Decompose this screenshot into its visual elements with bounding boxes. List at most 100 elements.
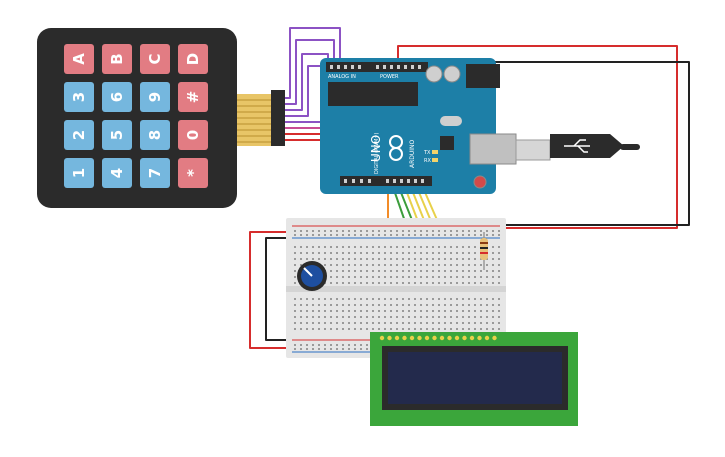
keypad-key[interactable] xyxy=(102,158,132,188)
breadboard-hole xyxy=(468,310,470,312)
breadboard-hole xyxy=(318,258,320,260)
keypad-key-label: A xyxy=(70,53,88,65)
breadboard-hole xyxy=(330,234,332,236)
breadboard-hole xyxy=(396,328,398,330)
breadboard-hole xyxy=(384,270,386,272)
breadboard-hole xyxy=(426,304,428,306)
breadboard-hole xyxy=(330,264,332,266)
breadboard-hole xyxy=(378,264,380,266)
keypad-key[interactable] xyxy=(64,44,94,74)
breadboard-hole xyxy=(324,264,326,266)
breadboard-hole xyxy=(462,282,464,284)
keypad-key[interactable] xyxy=(178,158,208,188)
breadboard-hole xyxy=(438,258,440,260)
breadboard-hole xyxy=(492,282,494,284)
breadboard-hole xyxy=(402,282,404,284)
keypad-key-label: 3 xyxy=(70,92,88,102)
breadboard-hole xyxy=(372,258,374,260)
breadboard xyxy=(286,218,506,358)
breadboard-hole xyxy=(414,246,416,248)
breadboard-hole xyxy=(372,316,374,318)
breadboard-hole xyxy=(294,310,296,312)
breadboard-hole xyxy=(324,348,326,350)
breadboard-hole xyxy=(384,252,386,254)
keypad-key[interactable] xyxy=(102,82,132,112)
breadboard-hole xyxy=(450,322,452,324)
breadboard-hole xyxy=(318,298,320,300)
breadboard-hole xyxy=(486,304,488,306)
breadboard-hole xyxy=(480,264,482,266)
breadboard-hole xyxy=(390,310,392,312)
keypad-key[interactable] xyxy=(64,82,94,112)
breadboard-hole xyxy=(498,234,500,236)
keypad-key[interactable] xyxy=(178,44,208,74)
breadboard-hole xyxy=(450,298,452,300)
wire-purple-2 xyxy=(282,39,335,105)
breadboard-hole xyxy=(354,310,356,312)
breadboard-hole xyxy=(348,316,350,318)
keypad-key[interactable] xyxy=(140,82,170,112)
breadboard-hole xyxy=(462,270,464,272)
breadboard-hole xyxy=(414,258,416,260)
breadboard-hole xyxy=(324,304,326,306)
keypad-key[interactable] xyxy=(64,158,94,188)
breadboard-hole xyxy=(414,304,416,306)
breadboard-hole xyxy=(348,230,350,232)
breadboard-hole xyxy=(498,270,500,272)
breadboard-hole xyxy=(450,282,452,284)
breadboard-hole xyxy=(450,234,452,236)
breadboard-hole xyxy=(336,282,338,284)
breadboard-hole xyxy=(474,234,476,236)
lcd-pin xyxy=(387,335,392,341)
breadboard-hole xyxy=(348,258,350,260)
breadboard-hole xyxy=(444,234,446,236)
breadboard-hole xyxy=(432,264,434,266)
breadboard-hole xyxy=(468,234,470,236)
breadboard-hole xyxy=(390,316,392,318)
usb-plug-metal xyxy=(515,139,551,161)
breadboard-hole xyxy=(486,264,488,266)
keypad-key[interactable] xyxy=(102,120,132,150)
breadboard-hole xyxy=(360,304,362,306)
keypad-key[interactable] xyxy=(64,120,94,150)
breadboard-hole xyxy=(414,328,416,330)
breadboard-hole xyxy=(396,234,398,236)
reset-button[interactable] xyxy=(473,175,487,189)
keypad-key-label: * xyxy=(184,169,202,177)
power-header-label: POWER xyxy=(380,74,399,80)
smd-chip xyxy=(440,136,454,150)
breadboard-hole xyxy=(498,264,500,266)
potentiometer[interactable] xyxy=(297,261,327,291)
breadboard-hole xyxy=(312,344,314,346)
keypad-key-label: 8 xyxy=(146,130,164,140)
keypad-key[interactable] xyxy=(140,158,170,188)
breadboard-hole xyxy=(342,252,344,254)
breadboard-hole xyxy=(390,322,392,324)
breadboard-hole xyxy=(498,322,500,324)
breadboard-hole xyxy=(402,310,404,312)
breadboard-hole xyxy=(456,264,458,266)
keypad-key[interactable] xyxy=(140,44,170,74)
breadboard-hole xyxy=(330,298,332,300)
breadboard-hole xyxy=(432,234,434,236)
breadboard-hole xyxy=(390,252,392,254)
breadboard-hole xyxy=(318,316,320,318)
breadboard-hole xyxy=(330,316,332,318)
keypad-key[interactable] xyxy=(102,44,132,74)
breadboard-hole xyxy=(432,304,434,306)
lcd-pin xyxy=(484,335,490,341)
breadboard-hole xyxy=(468,246,470,248)
breadboard-hole xyxy=(390,270,392,272)
keypad-key[interactable] xyxy=(178,120,208,150)
breadboard-hole xyxy=(378,270,380,272)
keypad-key[interactable] xyxy=(140,120,170,150)
led-tx xyxy=(432,150,438,154)
keypad-key-label: 4 xyxy=(108,168,126,178)
resistor xyxy=(480,232,488,270)
breadboard-hole xyxy=(402,230,404,232)
breadboard-hole xyxy=(432,316,434,318)
breadboard-hole xyxy=(480,230,482,232)
keypad-key[interactable] xyxy=(178,82,208,112)
breadboard-hole xyxy=(312,234,314,236)
breadboard-hole xyxy=(420,230,422,232)
